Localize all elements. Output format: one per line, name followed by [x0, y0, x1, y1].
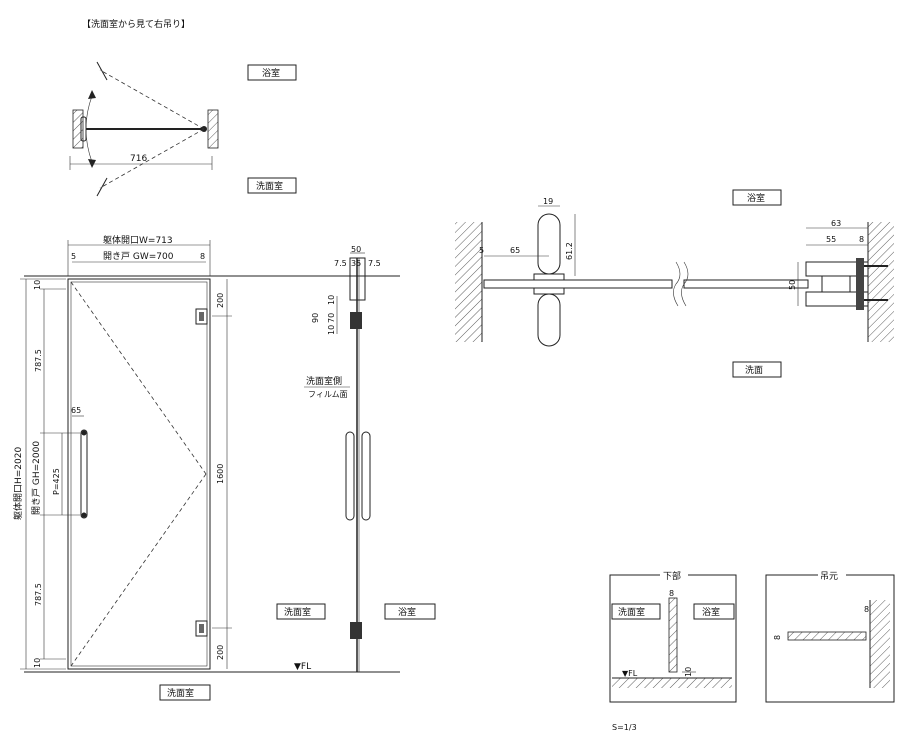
- plan-handle-up: [96, 61, 108, 81]
- elev-door-h: 開き戸 GH=2000: [31, 441, 42, 515]
- elevation-view: 躯体開口W=713 5 開き戸 GW=700 8 65 10: [12, 234, 400, 673]
- detail-room-top-box: [732, 189, 782, 206]
- elev-pitch: P=425: [52, 468, 61, 495]
- section-film-2: フィルム面: [308, 390, 348, 399]
- elev-opening-h: 躯体開口H=2020: [12, 447, 24, 520]
- section-dim-7-5-right: 7.5: [368, 259, 381, 268]
- detail-handle-top: [537, 213, 561, 275]
- drawing-scale: S=1/3: [612, 723, 637, 732]
- plan-room-top: 浴室: [262, 67, 280, 79]
- detail-dim-65: 65: [510, 246, 520, 255]
- section-dim-35: 35: [351, 259, 361, 268]
- detail-glass-left: [483, 279, 673, 289]
- detail-dim-50: 50: [788, 280, 797, 290]
- section-dim-10b: 10: [327, 325, 336, 335]
- elev-dim-787-top: 787.5: [34, 349, 43, 372]
- bottom-detail-glass: [668, 597, 678, 673]
- section-dim-50: 50: [351, 245, 361, 254]
- section-room-left-box: [276, 603, 326, 620]
- elev-fl: ▼FL: [294, 662, 311, 672]
- elev-dim-10-top: 10: [33, 280, 42, 290]
- section-top-rail: [349, 257, 366, 301]
- elev-dim-200-top: 200: [216, 293, 225, 308]
- hinge-detail-wall: [870, 600, 890, 688]
- plan-room-bottom-box: [247, 177, 297, 194]
- elev-dim-787-bottom: 787.5: [34, 583, 43, 606]
- bottom-detail: 下部 洗面室 浴室 8 ▼FL 10: [609, 568, 737, 703]
- bottom-detail-room-left: 洗面室: [618, 606, 645, 618]
- detail-break-2: [681, 261, 689, 307]
- detail-room-top: 浴室: [747, 192, 765, 204]
- plan-door-open-up: [99, 69, 205, 130]
- section-room-right: 浴室: [398, 606, 416, 618]
- elev-dim-65: 65: [71, 406, 81, 415]
- hinge-detail-dim-8b: 8: [773, 635, 782, 640]
- hinge-detail-title: 吊元: [820, 571, 838, 582]
- elev-dim-10-bottom: 10: [33, 658, 42, 668]
- section-room-right-box: [384, 603, 436, 620]
- elev-dim-1600: 1600: [216, 464, 225, 484]
- elev-door-w: 開き戸 GW=700: [103, 251, 174, 262]
- plan-arrow-down: [88, 159, 96, 168]
- elev-handle: [80, 429, 88, 519]
- elev-margin-right: 8: [200, 252, 205, 261]
- elev-door-panel: [67, 278, 211, 670]
- section-handle-right: [361, 431, 371, 521]
- section-handle-left: [345, 431, 355, 521]
- plan-swing-arc: [85, 95, 93, 163]
- detail-view: 19 61.2 5 65 63 55 8 50: [455, 197, 894, 347]
- bottom-detail-floor: [612, 678, 732, 688]
- bottom-detail-dim-10: 10: [684, 667, 693, 677]
- plan-wall-left: [72, 109, 84, 149]
- detail-dim-5: 5: [479, 246, 484, 255]
- section-bottom-hinge: [350, 622, 362, 639]
- elev-opening-w: 躯体開口W=713: [103, 234, 173, 246]
- detail-wall-right: [868, 222, 894, 342]
- detail-dim-19: 19: [543, 197, 553, 206]
- section-room-left: 洗面室: [284, 606, 311, 618]
- drawing-title: 【洗面室から見て右吊り】: [82, 18, 190, 30]
- section-dim-7-5-left: 7.5: [334, 259, 347, 268]
- plan-dim-716: 716: [130, 154, 147, 164]
- bottom-detail-dim-8: 8: [669, 589, 674, 598]
- section-top-hinge: [350, 312, 362, 329]
- detail-room-bottom: 洗面: [745, 364, 763, 376]
- detail-dim-63: 63: [831, 219, 841, 228]
- elev-room-below-box: [159, 684, 211, 701]
- plan-handle-down: [96, 177, 108, 197]
- elev-door-glass: [70, 281, 208, 667]
- plan-room-bottom: 洗面室: [256, 180, 283, 192]
- section-film-1: 洗面室側: [306, 375, 342, 387]
- detail-handle-bottom: [537, 293, 561, 347]
- elev-swing-diag-2: [70, 473, 207, 667]
- plan-wall-right: [207, 109, 219, 149]
- section-dim-70: 70: [327, 313, 336, 323]
- hinge-detail: 吊元 8 8: [765, 568, 895, 703]
- elev-margin-left: 5: [71, 252, 76, 261]
- hinge-detail-glass: [787, 631, 867, 641]
- elev-room-below: 洗面室: [167, 687, 194, 699]
- plan-view: 716: [69, 61, 219, 197]
- elev-hinge-top: [195, 308, 208, 325]
- plan-arrow-up: [88, 90, 96, 99]
- elev-dim-200-bottom: 200: [216, 645, 225, 660]
- section-dim-10a: 10: [327, 295, 336, 305]
- elev-hinge-bottom: [195, 620, 208, 637]
- bottom-detail-fl: ▼FL: [622, 669, 638, 678]
- plan-room-top-box: [247, 64, 297, 81]
- detail-dim-8: 8: [859, 235, 864, 244]
- hinge-detail-dim-8a: 8: [864, 605, 869, 614]
- bottom-detail-room-right: 浴室: [702, 606, 720, 618]
- detail-wall-left: [455, 222, 482, 342]
- elev-swing-diag-1: [70, 281, 207, 475]
- detail-room-bottom-box: [732, 361, 782, 378]
- section-dim-90: 90: [311, 313, 320, 323]
- section-view: 50 7.5 35 7.5 10 90 70 10 洗面室側 フィルム面: [304, 245, 381, 672]
- detail-dim-61-2: 61.2: [565, 242, 574, 260]
- detail-dim-55: 55: [826, 235, 836, 244]
- bottom-detail-title: 下部: [663, 570, 681, 582]
- detail-break-1: [673, 261, 681, 307]
- plan-door-open-down: [99, 128, 205, 189]
